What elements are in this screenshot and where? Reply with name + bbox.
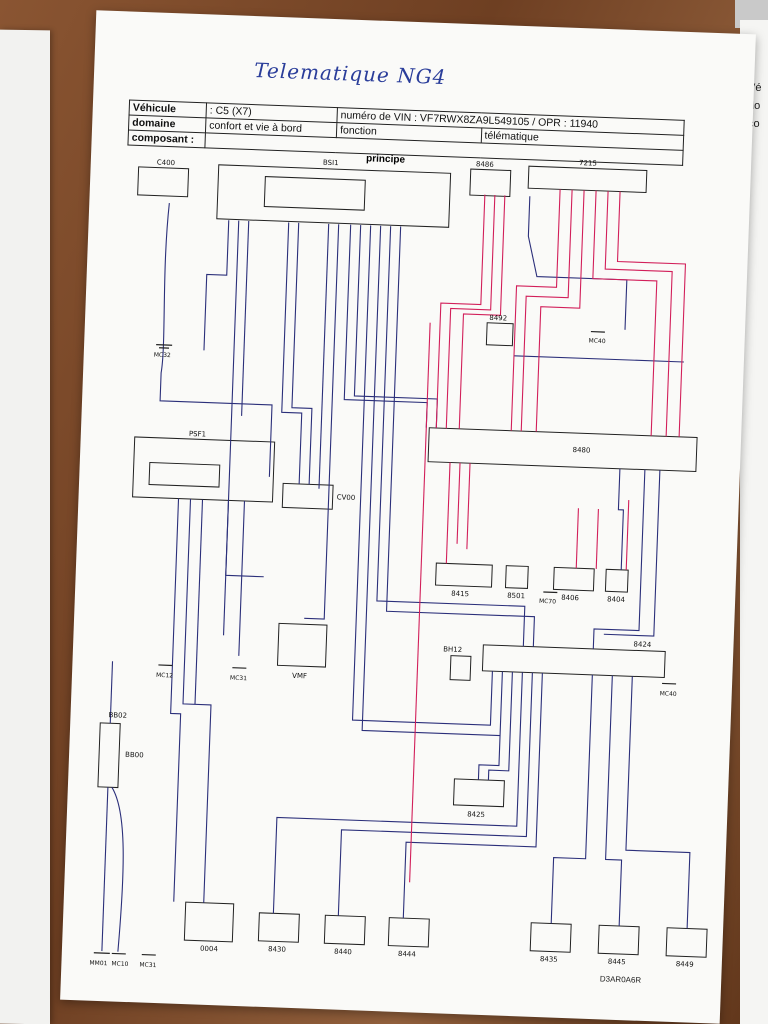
component-8486-box <box>469 168 512 198</box>
blue-wire-bundle <box>101 196 691 952</box>
label-psf1: PSF1 <box>189 430 206 439</box>
ground-mc32: MC32 <box>154 352 171 360</box>
ground-mc31: MC31 <box>230 675 247 683</box>
label-cv00: CV00 <box>337 493 356 502</box>
component-7215-box <box>527 165 648 194</box>
label-vmf: VMF <box>292 672 307 681</box>
component-psf1-box <box>132 436 276 503</box>
component-8445-box <box>597 924 640 956</box>
label-8444: 8444 <box>398 950 417 959</box>
ground-mc12: MC12 <box>156 672 173 680</box>
component-bb00-box <box>97 722 121 789</box>
label-8430: 8430 <box>268 945 286 954</box>
component-c400-box <box>137 166 190 198</box>
component-8404-box <box>604 568 629 593</box>
ground-mc70: MC70 <box>539 598 556 606</box>
component-0004-box <box>183 901 235 943</box>
schematic-drawing: C400 BSI1 8486 7215 8492 8480 PSF1 CV00 … <box>89 159 708 969</box>
left-paper-edge <box>0 29 50 1024</box>
label-8404: 8404 <box>607 595 626 604</box>
label-7215: 7215 <box>579 159 597 168</box>
component-8415-box <box>435 562 493 588</box>
label-8415: 8415 <box>451 590 469 599</box>
label-8480: 8480 <box>572 446 590 455</box>
label-8492: 8492 <box>489 314 507 323</box>
ground-mc31b: MC31 <box>139 961 156 969</box>
component-8406-box <box>552 566 595 592</box>
component-8492-box <box>485 322 514 347</box>
ground-mm01: MM01 <box>89 960 107 968</box>
label-8424: 8424 <box>633 640 652 649</box>
component-8440-box <box>323 914 366 946</box>
component-vmf-box <box>276 622 328 668</box>
component-8425-box <box>452 778 505 808</box>
label-8440: 8440 <box>334 948 352 957</box>
wiring-diagram-sheet: Telematique NG4 Véhicule : C5 (X7) numér… <box>60 10 756 1024</box>
component-bsi1-box <box>216 164 452 228</box>
label-8435: 8435 <box>540 955 558 964</box>
component-8424-box <box>481 644 666 679</box>
label-bh12: BH12 <box>443 645 462 654</box>
component-8444-box <box>387 917 430 948</box>
component-8449-box <box>665 927 708 958</box>
component-bh12-box <box>449 655 472 681</box>
drawing-code: D3AR0A6R <box>599 974 642 985</box>
label-0004: 0004 <box>200 945 219 954</box>
label-8486: 8486 <box>476 160 495 169</box>
component-8480-box <box>427 427 698 473</box>
component-8430-box <box>257 912 300 943</box>
component-8501-box <box>504 565 529 589</box>
component-cv00-box <box>281 482 334 510</box>
ground-mc40: MC40 <box>588 338 605 346</box>
label-8449: 8449 <box>676 960 694 969</box>
ground-mc40b: MC40 <box>660 690 677 698</box>
label-bb00: BB00 <box>125 751 144 760</box>
label-8425: 8425 <box>467 810 485 819</box>
component-8435-box <box>529 922 572 953</box>
label-8445: 8445 <box>608 958 626 967</box>
label-bsi1: BSI1 <box>323 159 339 168</box>
red-wire-bundle <box>409 189 687 883</box>
ground-mc10: MC10 <box>111 960 128 968</box>
label-bb02: BB02 <box>108 711 127 720</box>
label-8406: 8406 <box>561 594 580 603</box>
ground-symbols <box>93 330 677 956</box>
label-8501: 8501 <box>507 592 525 601</box>
label-c400: C400 <box>157 159 176 168</box>
right-fragment-3: co <box>748 118 760 130</box>
